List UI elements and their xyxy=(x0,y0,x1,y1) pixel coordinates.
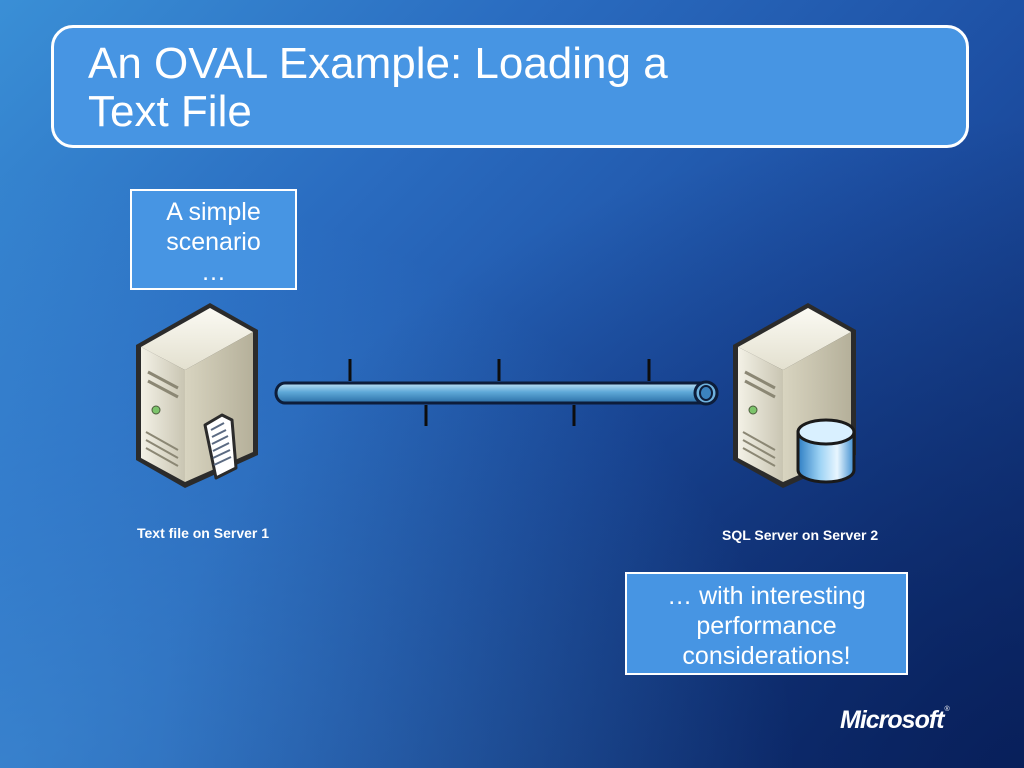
callout-1-line-1: A simple xyxy=(166,198,261,226)
title-line-2: Text File xyxy=(88,87,252,136)
callout-1-line-3: … xyxy=(201,258,226,286)
server-2-label: SQL Server on Server 2 xyxy=(722,527,879,543)
document-icon xyxy=(203,413,238,480)
title-box: An OVAL Example: Loading a Text File xyxy=(51,25,969,148)
callout-2-line-3: considerations! xyxy=(682,642,851,670)
callout-simple-scenario: A simple scenario … xyxy=(130,189,297,290)
server-1-icon xyxy=(136,303,258,488)
callout-2-line-2: performance xyxy=(696,612,837,640)
server-1-label: Text file on Server 1 xyxy=(137,525,270,541)
microsoft-logo: Microsoft® xyxy=(840,706,950,735)
slide-title: An OVAL Example: Loading a Text File xyxy=(88,40,788,136)
pipe-tick-marks xyxy=(348,359,651,426)
callout-1-line-2: scenario xyxy=(166,228,261,256)
title-line-1: An OVAL Example: Loading a xyxy=(88,39,668,88)
pipe-icon xyxy=(274,380,719,406)
logo-text: Microsoft xyxy=(840,706,944,734)
registered-mark: ® xyxy=(944,706,950,713)
database-icon xyxy=(796,418,856,484)
callout-2-line-1: … with interesting xyxy=(667,582,866,610)
callout-performance: … with interesting performance considera… xyxy=(625,572,908,675)
